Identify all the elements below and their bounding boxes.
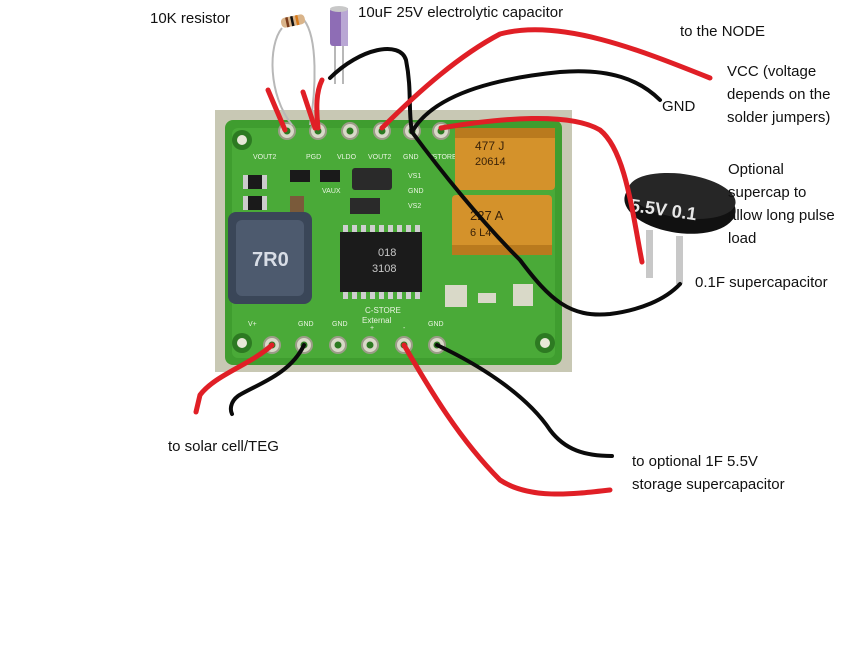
silkscreen-line1: C-STORE <box>365 306 401 315</box>
optional-supercap-line: Optional <box>728 161 784 178</box>
cap2-marking-line1: 227 A <box>470 208 504 223</box>
wire-black-cap-gnd <box>328 47 414 134</box>
side-labels: VAUX VS1 GND VS2 <box>322 173 424 210</box>
cap1-marking-line2: 20614 <box>475 156 506 168</box>
vcc-label-line: solder jumpers) <box>727 109 831 126</box>
top-pin-label: VOUT2 <box>253 154 276 161</box>
optional-supercap-line: allow long pulse <box>728 207 835 224</box>
capacitor-label: 10uF 25V electrolytic capacitor <box>358 4 564 21</box>
top-pin-labels: VOUT2 PGD VLDO VOUT2 GND VSTORE <box>253 154 457 161</box>
storage-label: to optional 1F 5.5V storage supercapacit… <box>632 450 785 496</box>
wire-red-supercap <box>438 115 645 265</box>
storage-label-line: storage supercapacitor <box>632 476 785 493</box>
silkscreen-text: C-STORE External <box>362 306 401 325</box>
wire-red-node <box>379 27 713 131</box>
top-pin-label: VOUT2 <box>368 154 391 161</box>
vcc-label: VCC (voltage depends on the solder jumpe… <box>727 60 830 129</box>
ic-marking-line2: 3108 <box>372 263 396 275</box>
tantalum-cap-1: 477 J 20614 <box>455 128 555 190</box>
wire-red-solar <box>193 342 275 415</box>
inductor-icon: 7R0 <box>228 212 312 304</box>
solar-label: to solar cell/TEG <box>168 438 279 455</box>
bottom-pin-label: GND <box>428 321 444 328</box>
node-label: to the NODE <box>680 23 766 40</box>
inductor-marking: 7R0 <box>252 249 289 271</box>
wires <box>193 27 713 497</box>
top-pin-label: VSTORE <box>428 154 457 161</box>
wire-red-cap <box>314 77 325 131</box>
resistor-label: 10K resistor <box>150 10 231 27</box>
wire-black-supercap <box>410 130 682 317</box>
wire-red-resistor <box>265 87 288 133</box>
wire-red-storage <box>401 342 613 497</box>
cap1-marking-line1: 477 J <box>475 139 504 153</box>
side-label: GND <box>408 188 424 195</box>
bottom-pin-label: + <box>370 325 374 332</box>
ic-marking-line1: 018 <box>378 247 396 259</box>
bottom-pin-labels: V+ GND GND + - GND <box>248 321 444 332</box>
supercapacitor-icon: 5.5V 0.1 <box>624 172 736 284</box>
optional-supercap-label: Optional supercap to allow long pulse lo… <box>728 158 835 250</box>
supercap-01f-label: 0.1F supercapacitor <box>695 274 828 291</box>
cap2-marking-line2: 6 L4 <box>470 227 491 239</box>
ltc3108-chip-icon: 018 3108 <box>340 225 422 299</box>
side-label: VS1 <box>408 173 421 180</box>
tantalum-cap-2: 227 A 6 L4 <box>452 195 552 255</box>
gnd-label: GND <box>662 98 696 115</box>
wire-black-solar <box>228 343 306 416</box>
silkscreen-line2: External <box>362 316 392 325</box>
bottom-pin-label: - <box>403 325 406 332</box>
bottom-pin-label: GND <box>298 321 314 328</box>
side-label: VS2 <box>408 203 421 210</box>
optional-supercap-line: supercap to <box>728 184 807 201</box>
top-pin-label: VLDO <box>337 154 357 161</box>
top-pin-label: GND <box>403 154 419 161</box>
side-label: VAUX <box>322 188 341 195</box>
bottom-pin-label: V+ <box>248 321 257 328</box>
bottom-pin-label: GND <box>332 321 348 328</box>
vcc-label-line: depends on the <box>727 86 831 103</box>
pcb-board: VOUT2 PGD VLDO VOUT2 GND VSTORE VAUX VS1… <box>215 110 572 372</box>
wire-black-storage <box>435 343 614 458</box>
wire-red-cap2 <box>300 89 318 131</box>
vcc-label-line: VCC (voltage <box>727 63 817 80</box>
optional-supercap-line: load <box>728 230 757 247</box>
wire-black-gnd <box>410 69 662 134</box>
top-pin-label: PGD <box>306 154 321 161</box>
storage-label-line: to optional 1F 5.5V <box>632 453 758 470</box>
